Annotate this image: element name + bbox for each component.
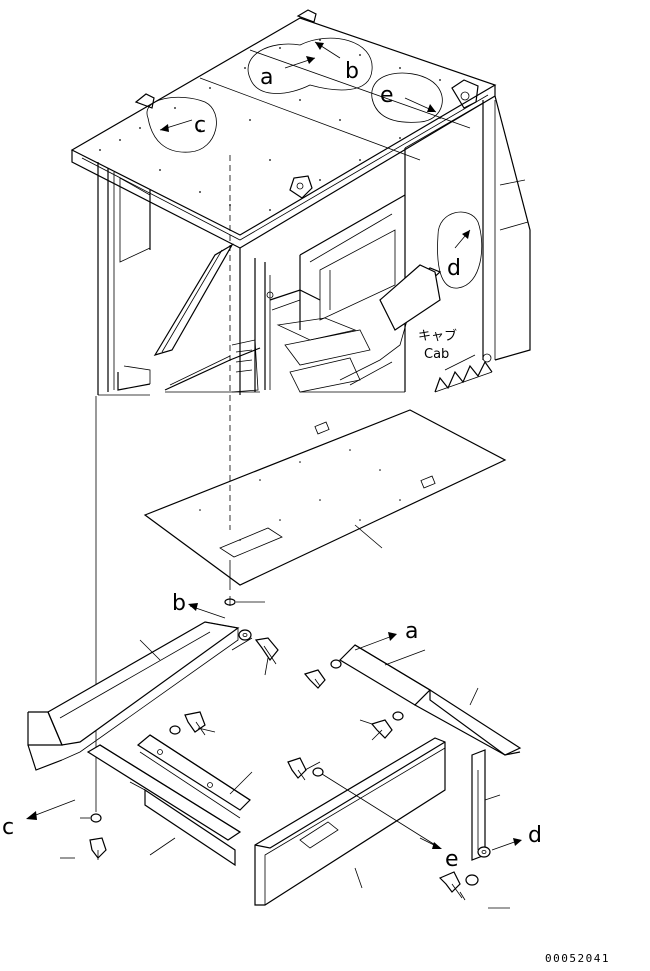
label-d-bottom: d <box>528 823 542 848</box>
reference-labels: a b c e d b a c d e <box>2 59 542 872</box>
label-b-bottom: b <box>172 591 186 616</box>
label-a-top: a <box>260 65 273 90</box>
bottom-front-cover <box>254 737 446 906</box>
left-cover <box>27 621 240 771</box>
label-a-bottom: a <box>405 619 418 644</box>
cab-label-en: Cab <box>424 347 449 362</box>
bolt-set-6 <box>287 757 441 849</box>
reference-arrows <box>26 603 522 851</box>
floor-mat <box>143 409 507 586</box>
detail-bubbles <box>146 37 483 289</box>
bolt-set-7 <box>438 871 510 909</box>
right-plate-d <box>471 749 501 861</box>
label-e-bottom: e <box>445 847 459 872</box>
bolt-set-5 <box>60 813 107 860</box>
lower-left-bracket <box>86 744 242 867</box>
bolt-set-2 <box>303 659 342 689</box>
bolt-set-3 <box>359 711 404 741</box>
center-channel <box>136 734 253 819</box>
label-d-top: d <box>447 256 461 281</box>
label-c-bottom: c <box>2 815 14 840</box>
cab-label-jp: キャブ <box>418 328 457 344</box>
floor-screw <box>224 596 265 606</box>
label-e-top: e <box>380 83 394 108</box>
right-cover-a <box>339 644 522 756</box>
label-c-top: c <box>194 113 206 138</box>
cab-assembly <box>70 9 531 396</box>
bolt-set-4 <box>169 711 216 736</box>
bolt-set-1 <box>231 629 279 676</box>
figure-number: 00052041 <box>545 952 610 965</box>
label-b-top: b <box>345 59 359 84</box>
